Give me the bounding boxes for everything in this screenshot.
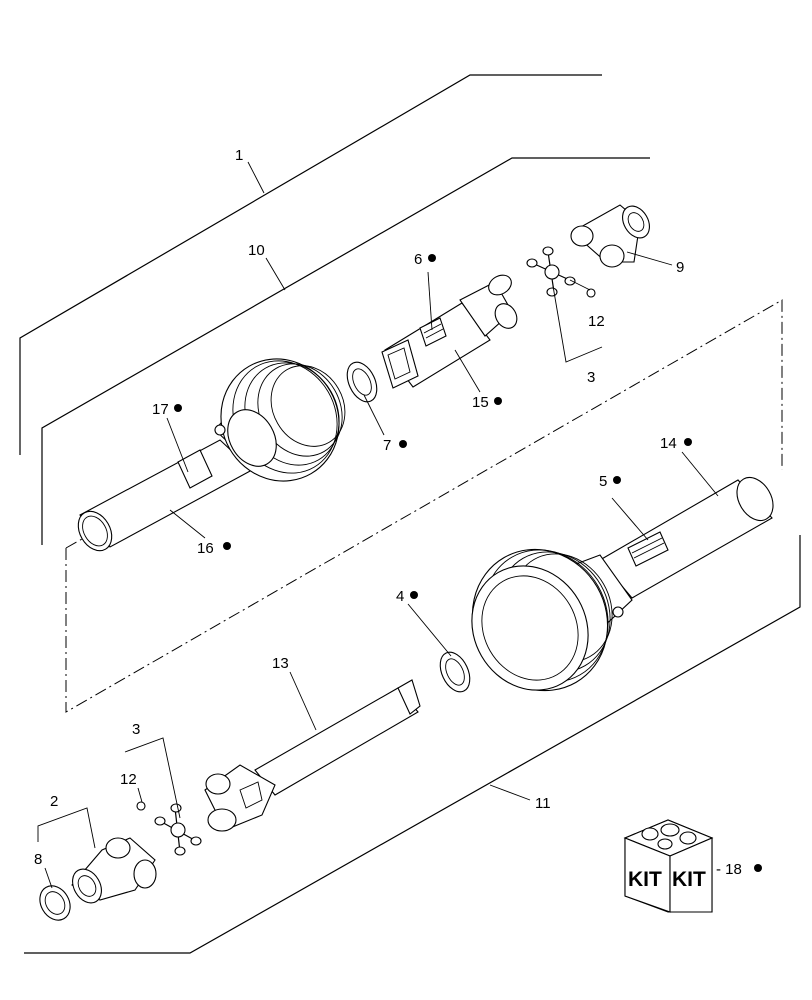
label-7: 7 — [383, 437, 391, 454]
dashdot-outline — [65, 299, 783, 713]
label-11: 11 — [535, 795, 551, 812]
bearing-ring-4 — [439, 651, 471, 693]
bracket-10 — [41, 157, 650, 545]
bullet-5 — [613, 476, 621, 484]
bracket-11 — [24, 535, 801, 954]
outer-tube-14 — [599, 476, 774, 599]
label-2: 2 — [50, 793, 58, 810]
bullet-16 — [223, 542, 231, 550]
locking-collar-8 — [39, 885, 71, 921]
label-3-lower: 3 — [132, 721, 140, 738]
label-5: 5 — [599, 473, 607, 490]
yoke-2 — [71, 837, 157, 904]
bullet-15 — [494, 397, 502, 405]
bullet-18 — [754, 864, 762, 872]
leader-lines — [37, 161, 719, 889]
label-6: 6 — [414, 251, 422, 268]
kit-box-icon: KIT KIT — [623, 819, 714, 913]
label-18: - 18 — [716, 861, 742, 878]
label-15: 15 — [472, 394, 489, 411]
label-17: 17 — [152, 401, 169, 418]
label-14: 14 — [660, 435, 677, 452]
inner-profile-13 — [204, 679, 421, 832]
label-16: 16 — [197, 540, 214, 557]
universal-cross-lower — [136, 801, 202, 856]
kit-word-right: KIT — [672, 868, 706, 891]
shield-bellows-upper — [214, 358, 346, 482]
inner-profile-tube-15 — [381, 274, 518, 389]
bullet-6 — [428, 254, 436, 262]
label-4: 4 — [396, 588, 404, 605]
callouts: 1 10 17 16 6 15 7 12 3 9 5 14 4 13 11 3 … — [34, 147, 762, 878]
label-13: 13 — [272, 655, 289, 672]
label-9: 9 — [676, 259, 684, 276]
bullet-4 — [410, 591, 418, 599]
label-8: 8 — [34, 851, 42, 868]
shield-bellows-lower — [471, 548, 633, 692]
label-3-upper: 3 — [587, 369, 595, 386]
outer-tube-16 — [77, 439, 253, 552]
bullet-17 — [174, 404, 182, 412]
bullet-7 — [399, 440, 407, 448]
universal-cross-upper — [526, 246, 596, 298]
label-12-upper: 12 — [588, 313, 605, 330]
yoke-9 — [570, 204, 650, 268]
bracket-1 — [19, 74, 602, 455]
bullet-14 — [684, 438, 692, 446]
label-12-lower: 12 — [120, 771, 137, 788]
label-10: 10 — [248, 242, 265, 259]
bearing-ring-7 — [346, 361, 378, 403]
kit-word-left: KIT — [628, 868, 662, 891]
label-1: 1 — [235, 147, 243, 164]
